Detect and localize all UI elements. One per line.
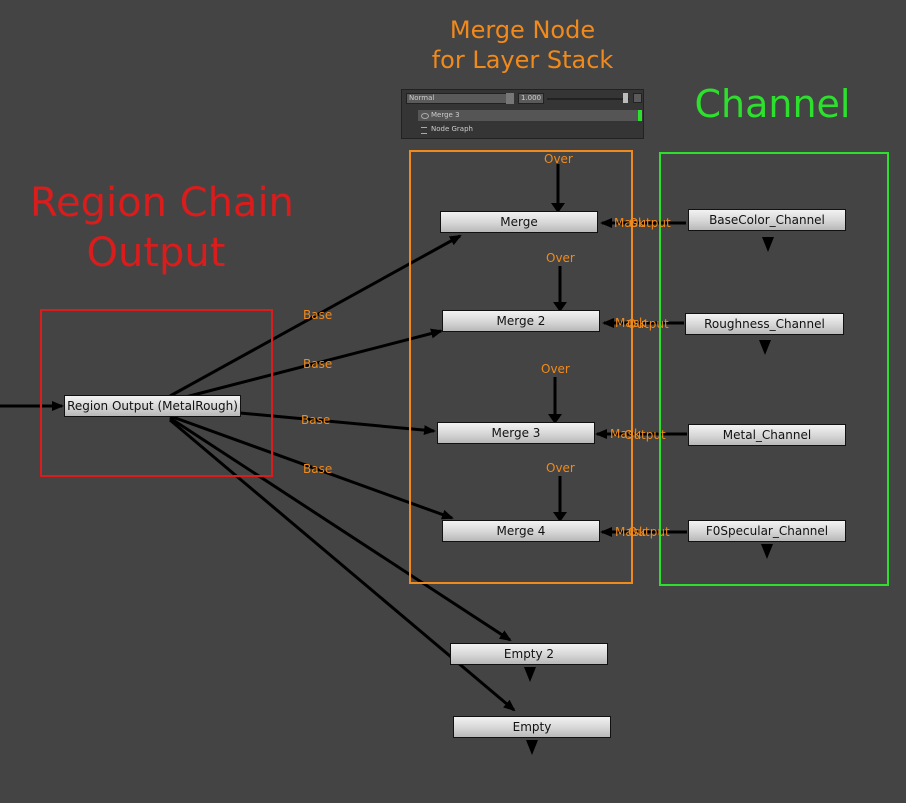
node-region-output[interactable]: Region Output (MetalRough): [64, 395, 241, 417]
merge-node-title-line2: for Layer Stack: [431, 46, 614, 74]
over-label: Over: [546, 461, 575, 475]
base-label: Base: [301, 413, 331, 427]
mask-label: Mask: [610, 427, 641, 441]
node-roughness-channel[interactable]: Roughness_Channel: [685, 313, 844, 335]
output-label: Output: [629, 216, 671, 230]
node-merge-4[interactable]: Merge 4: [442, 520, 600, 542]
node-f0specular-channel[interactable]: F0Specular_Channel: [688, 520, 846, 542]
chevron-down-icon[interactable]: [506, 93, 514, 104]
node-basecolor-channel[interactable]: BaseColor_Channel: [688, 209, 846, 231]
base-label: Base: [303, 357, 333, 371]
region-chain-title-line2: Output: [86, 230, 226, 276]
layer-row-node-graph[interactable]: Node Graph: [418, 124, 642, 135]
graph-icon: [421, 127, 427, 134]
eye-icon[interactable]: [421, 113, 429, 119]
output-label: Output: [628, 525, 670, 539]
node-metal-channel[interactable]: Metal_Channel: [688, 424, 846, 446]
opacity-field[interactable]: 1.000: [518, 93, 544, 104]
blend-mode-select[interactable]: Normal: [406, 93, 514, 104]
active-layer-indicator: [638, 110, 642, 121]
toggle-checkbox[interactable]: [633, 93, 642, 103]
layer-row-label: Node Graph: [431, 125, 473, 133]
layer-row-label: Merge 3: [431, 111, 460, 119]
merge-group-frame: [409, 150, 633, 584]
over-label: Over: [544, 152, 573, 166]
output-label: Output: [627, 317, 669, 331]
channel-title: Channel: [694, 82, 851, 126]
opacity-slider-track[interactable]: [547, 98, 629, 100]
layer-stack-widget[interactable]: Normal 1.000 Merge 3 Node Graph: [401, 89, 644, 139]
node-empty-2[interactable]: Empty 2: [450, 643, 608, 665]
mask-label: Mask: [614, 216, 645, 230]
merge-node-title-line1: Merge Node: [449, 16, 596, 44]
region-chain-title-line1: Region Chain: [30, 180, 294, 226]
mask-label: Mask: [615, 525, 646, 539]
base-label: Base: [303, 462, 333, 476]
channel-group-frame: [659, 152, 889, 586]
base-label: Base: [303, 308, 333, 322]
layer-row-merge3[interactable]: Merge 3: [418, 110, 642, 121]
node-merge[interactable]: Merge: [440, 211, 598, 233]
region-chain-frame: [40, 309, 273, 477]
opacity-slider-handle[interactable]: [623, 93, 628, 103]
node-merge-3[interactable]: Merge 3: [437, 422, 595, 444]
node-merge-2[interactable]: Merge 2: [442, 310, 600, 332]
output-label: Output: [624, 428, 666, 442]
over-label: Over: [546, 251, 575, 265]
mask-label: Mask: [615, 316, 646, 330]
node-empty[interactable]: Empty: [453, 716, 611, 738]
over-label: Over: [541, 362, 570, 376]
